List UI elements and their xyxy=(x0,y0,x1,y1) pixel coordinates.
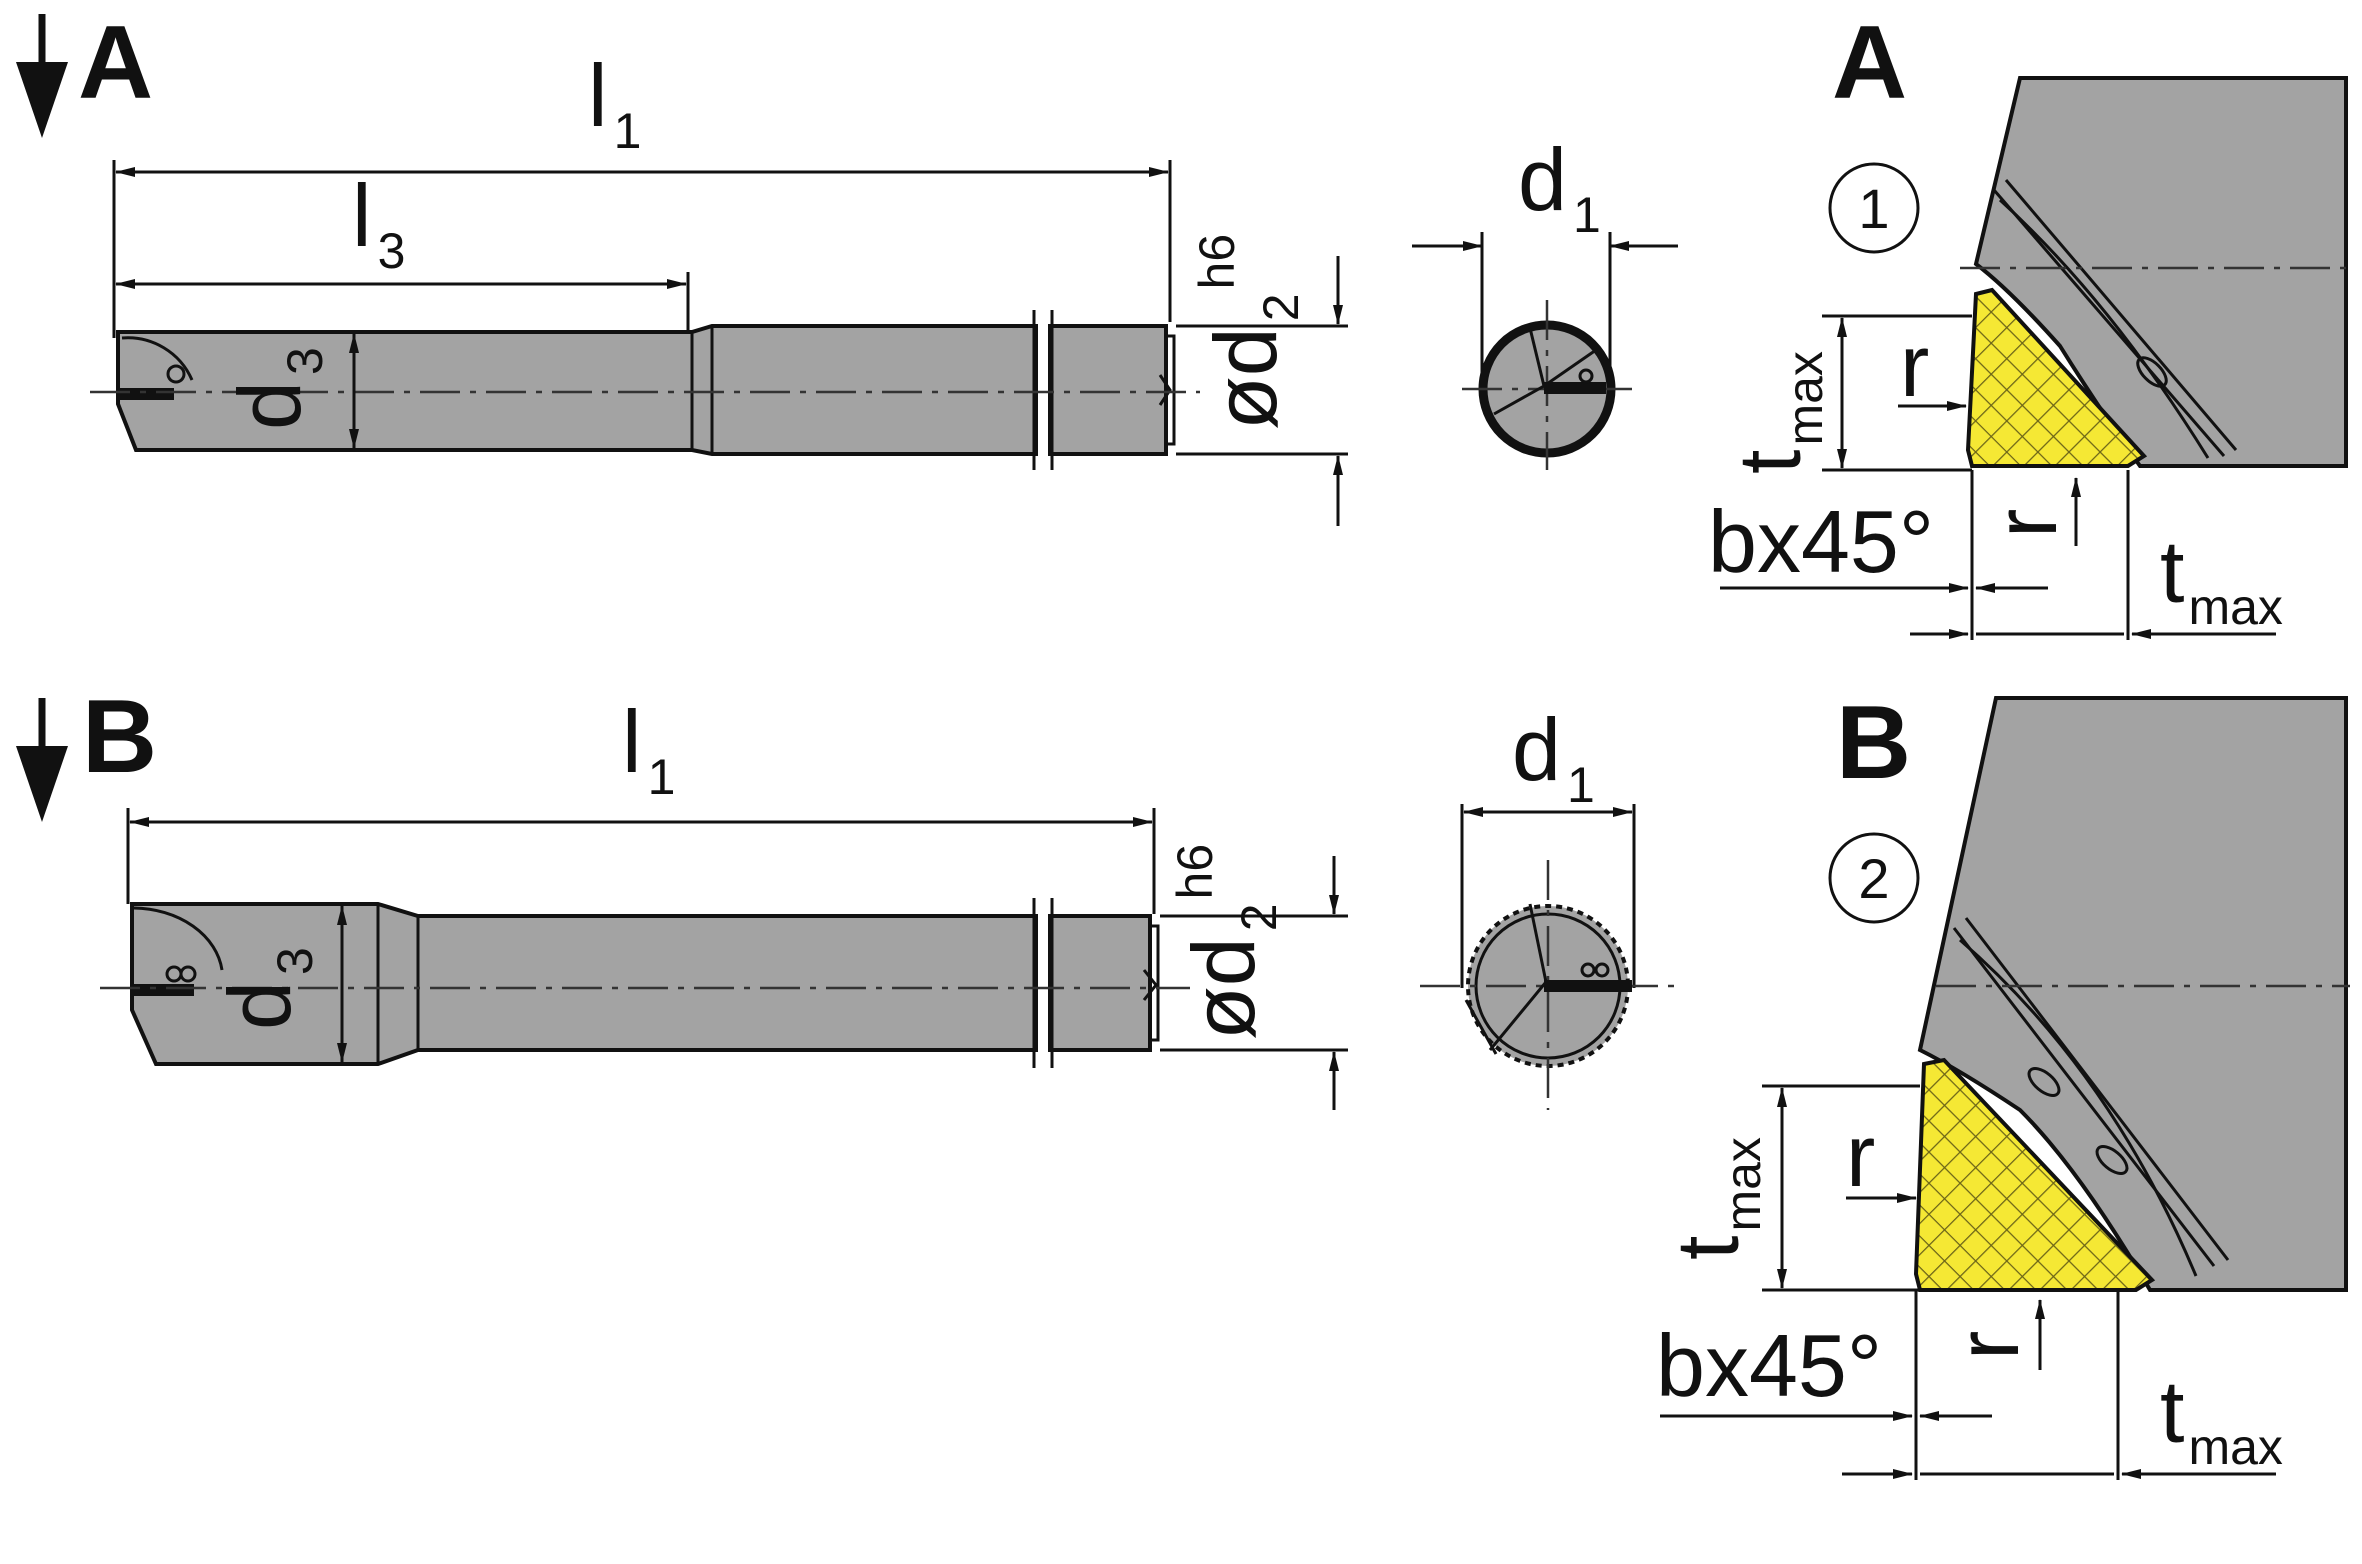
d2-label-a: ød2h6 xyxy=(1189,234,1309,430)
detail-b-number: 2 xyxy=(1858,847,1889,910)
r-label-a-bottom: r xyxy=(1976,509,2075,538)
d3-label-a: d3 xyxy=(220,347,333,430)
tool-body-b xyxy=(100,898,1190,1068)
bx45-label-a: bx45° xyxy=(1708,492,1934,591)
view-arrow-a xyxy=(16,14,68,138)
detail-a-letter: A xyxy=(1832,5,1907,121)
detail-a: A 1 tmax r r bx45° xyxy=(1708,5,2350,640)
detail-b: B 2 tmax r r bx4 xyxy=(1656,685,2350,1480)
tmax-vertical-label-b: tmax xyxy=(1658,1137,1771,1260)
tool-body-a xyxy=(90,310,1200,470)
variant-b-letter: B xyxy=(82,679,157,795)
d3-label-b: d3 xyxy=(210,947,323,1030)
tmax-horizontal-label-a: tmax xyxy=(2160,522,2283,635)
bx45-label-b: bx45° xyxy=(1656,1316,1882,1415)
tmax-vertical-label-a: tmax xyxy=(1720,351,1833,474)
d2-label-b: ød2h6 xyxy=(1167,844,1287,1040)
detail-b-letter: B xyxy=(1836,685,1911,801)
r-label-b-bottom: r xyxy=(1938,1331,2037,1360)
variant-a-letter: A xyxy=(78,5,153,121)
view-arrow-b xyxy=(16,698,68,822)
r-label-a-side: r xyxy=(1900,316,1929,415)
detail-a-number: 1 xyxy=(1858,177,1889,240)
tmax-horizontal-label-b: tmax xyxy=(2160,1362,2283,1475)
r-label-b-side: r xyxy=(1846,1106,1875,1205)
